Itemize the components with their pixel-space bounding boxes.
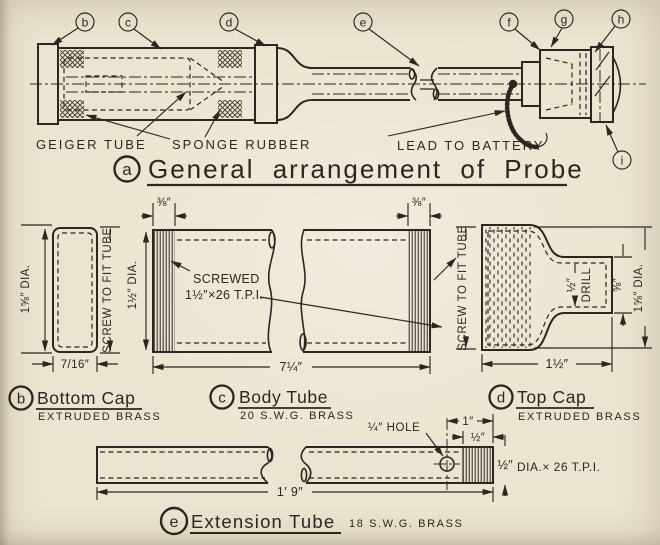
drawing-title: a General arrangement of Probe <box>113 154 584 187</box>
svg-text:g: g <box>561 13 568 27</box>
top-cap-drill-word: DRILL <box>581 268 593 303</box>
half-inch-dim: ½″ <box>471 432 485 444</box>
battery-lead-leader <box>387 110 506 137</box>
extension-tube-thread <box>463 448 492 482</box>
probe-assembly-drawing: b c d e f g h <box>30 9 646 187</box>
top-cap-drill-value: ½″ <box>566 278 578 292</box>
top-cap-knurl <box>484 227 532 348</box>
body-tube-right-half <box>303 229 431 353</box>
label-lead-to-battery: LEAD TO BATTERY <box>397 138 545 153</box>
top-cap-screw-label: SCREW TO FIT TUBE <box>457 225 469 351</box>
svg-text:h: h <box>618 13 625 27</box>
label-sponge-rubber: SPONGE RUBBER <box>172 137 311 152</box>
svg-text:f: f <box>507 16 511 30</box>
one-inch-dim: 1″ <box>462 416 473 428</box>
svg-text:b: b <box>82 16 89 30</box>
bottom-cap-width-label: 7/16″ <box>61 359 89 371</box>
callout-f: f <box>499 12 541 51</box>
title-letter: a <box>122 160 132 179</box>
geiger-tube-outline <box>63 57 253 111</box>
svg-text:i: i <box>621 154 624 168</box>
body-tube-thread-right-dim: ⅜″ <box>412 197 426 209</box>
thread-dia-value: ½″ <box>497 457 513 472</box>
bottom-cap-body <box>52 227 98 353</box>
body-tube-thread-right <box>408 231 429 351</box>
svg-text:c: c <box>125 16 131 30</box>
battery-lead-wire <box>504 79 548 150</box>
top-cap-letter: d <box>497 390 505 407</box>
sponge-leader-right <box>204 109 221 138</box>
top-cap-neck-dia-label: ⅝″ <box>612 278 624 292</box>
callout-c: c <box>118 12 162 50</box>
callout-i: i <box>605 124 632 170</box>
body-tube-dia-label: 1½″ DIA. <box>127 261 139 310</box>
bottom-cap-material: EXTRUDED BRASS <box>38 411 161 423</box>
bottom-cap-caption: b Bottom Cap EXTRUDED BRASS <box>8 385 161 423</box>
body-tube-screwed-note-2: 1½″×26 T.P.I. <box>185 288 263 302</box>
extension-tube-right-half <box>306 446 494 484</box>
body-tube-material: 20 S.W.G. BRASS <box>240 410 354 422</box>
body-tube-drawing: ⅜″ ⅜″ 1½″ DIA. SCREWED 1½″×26 T.P.I. 7¼″ <box>127 197 443 374</box>
bottom-cap-dia-label: 1⅝″ DIA. <box>20 265 32 314</box>
svg-text:e: e <box>360 16 367 30</box>
body-tube-length-label: 7¼″ <box>279 360 302 374</box>
body-tube-screwed-note-1: SCREWED <box>193 272 260 286</box>
bottom-cap-drawing: 1⅝″ DIA. SCREW TO FIT TUBE 7/16″ <box>20 224 120 372</box>
extension-tube-name: Extension Tube <box>191 511 335 532</box>
top-cap-name: Top Cap <box>517 387 586 407</box>
label-geiger-tube: GEIGER TUBE <box>36 137 147 152</box>
callout-d: d <box>219 12 267 47</box>
sponge-rubber-blocks <box>60 50 242 118</box>
extension-tube-drawing: ¼″ HOLE 1″ ½″ ½″ DIA.× 26 T.P.I. 1′ 9″ e… <box>96 414 600 536</box>
body-tube-thread-left <box>154 231 175 351</box>
top-cap-dia-label: 1⅝″ DIA. <box>633 264 645 313</box>
title-text: General arrangement of Probe <box>148 154 584 184</box>
extension-tube-caption: e Extension Tube 18 S.W.G. BRASS <box>159 506 463 536</box>
svg-text:d: d <box>226 16 233 30</box>
top-cap-length-label: 1½″ <box>545 357 568 371</box>
extension-tube-material: 18 S.W.G. BRASS <box>349 518 463 530</box>
bottom-cap-letter: b <box>17 391 25 408</box>
thread-dia-note: DIA.× 26 T.P.I. <box>517 460 600 474</box>
geiger-tube-leader <box>136 91 187 137</box>
top-cap-drawing: SCREW TO FIT TUBE ½″ DRILL ⅝″ 1⅝″ DIA. 1… <box>433 224 652 372</box>
callout-b: b <box>51 12 95 46</box>
assembly-handle-end <box>521 46 622 123</box>
extension-tube-length-label: 1′ 9″ <box>277 485 303 499</box>
top-cap-material: EXTRUDED BRASS <box>518 411 641 423</box>
callout-e: e <box>353 12 420 67</box>
extension-tube-letter: e <box>170 514 179 531</box>
body-tube-caption: c Body Tube 20 S.W.G. BRASS <box>209 384 354 422</box>
body-tube-letter: c <box>218 390 226 407</box>
callout-h: h <box>594 9 631 53</box>
hole-label: ¼″ HOLE <box>368 422 420 434</box>
bottom-cap-screw-label: SCREW TO FIT TUBE <box>102 227 114 353</box>
body-tube-name: Body Tube <box>239 387 328 407</box>
body-tube-left-half <box>152 229 272 353</box>
body-tube-thread-left-dim: ⅜″ <box>157 197 171 209</box>
callout-g: g <box>550 9 574 48</box>
extension-tube-left-half <box>96 446 268 484</box>
top-cap-caption: d Top Cap EXTRUDED BRASS <box>488 384 641 423</box>
sponge-leader-left <box>85 114 171 140</box>
bottom-cap-name: Bottom Cap <box>37 388 135 408</box>
